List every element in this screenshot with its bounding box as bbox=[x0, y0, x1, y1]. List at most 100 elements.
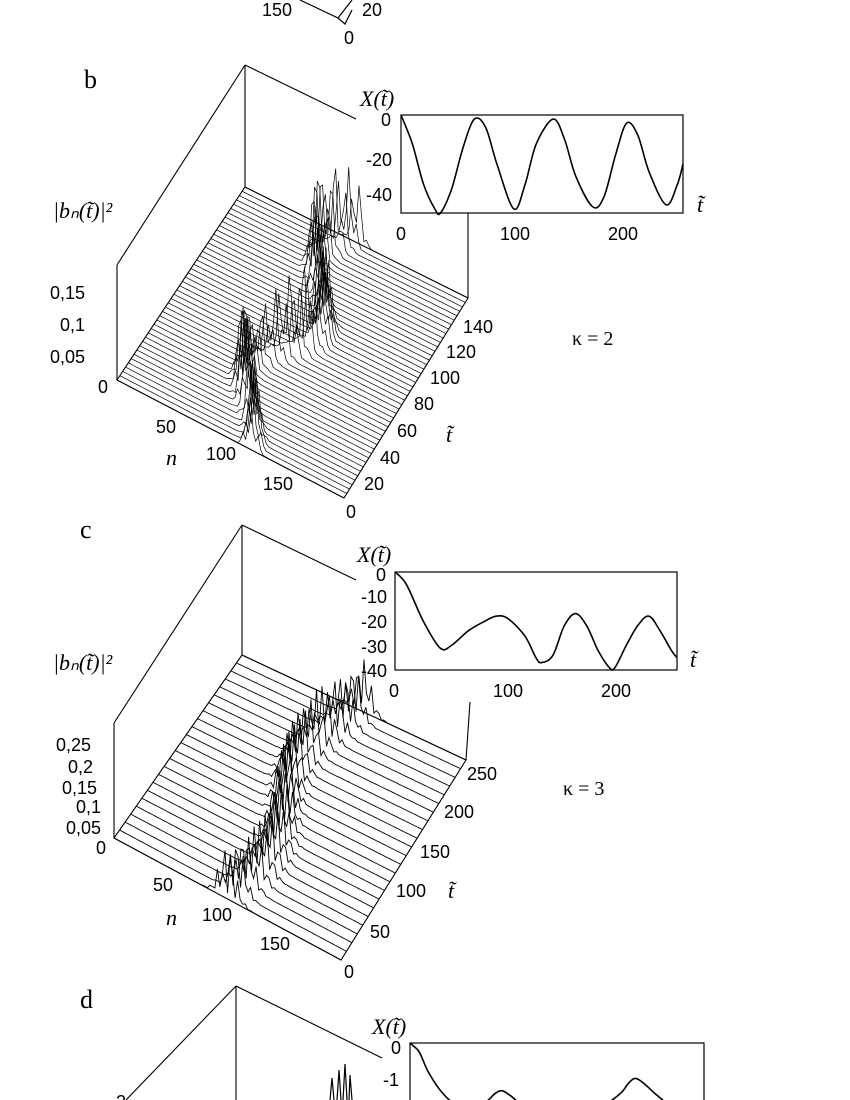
panel-c-t-tick: 50 bbox=[370, 922, 390, 942]
panel-c-z-tick: 0 bbox=[96, 838, 106, 858]
surface-trace bbox=[236, 168, 460, 312]
panel-d-surface-peaks bbox=[329, 1063, 353, 1100]
panel-a-t-tick: 20 bbox=[362, 0, 382, 20]
surface-trace bbox=[148, 319, 375, 450]
panel-c-n-tick: 100 bbox=[202, 905, 232, 925]
surface-trace bbox=[119, 829, 347, 952]
panel-b-z-tick: 0,1 bbox=[60, 315, 85, 335]
panel-c-label: c bbox=[80, 515, 92, 544]
panel-b-inset-ylabel: X(t̃) bbox=[359, 86, 394, 111]
panel-c-kappa: κ = 3 bbox=[563, 778, 604, 800]
surface-trace bbox=[230, 184, 455, 321]
panel-b-t-tick: 40 bbox=[380, 448, 400, 468]
panel-c-t-tick: 200 bbox=[444, 802, 474, 822]
panel-b-t-tick: 120 bbox=[446, 342, 476, 362]
panel-d-inset-line bbox=[409, 1042, 664, 1100]
surface-trace bbox=[219, 686, 445, 796]
surface-trace bbox=[159, 315, 386, 432]
panel-c-t-tick: 250 bbox=[467, 764, 497, 784]
surface-trace bbox=[207, 242, 433, 357]
panel-c-inset-xtick: 100 bbox=[493, 681, 523, 701]
surface-trace bbox=[119, 375, 347, 494]
surface-trace bbox=[242, 167, 466, 303]
panel-b-inset-xtick: 0 bbox=[396, 224, 406, 244]
panel-d-inset-ylabel: X(t̃) bbox=[371, 1014, 406, 1039]
panel-c-z-tick: 0,2 bbox=[68, 757, 93, 777]
panel-c-inset-ylabel: X(t̃) bbox=[356, 542, 391, 567]
surface-trace bbox=[122, 371, 350, 490]
surface-trace bbox=[233, 190, 458, 317]
panel-a-t-tick: 0 bbox=[344, 28, 354, 48]
surface-trace bbox=[222, 200, 447, 334]
panel-c-inset-ytick: -30 bbox=[361, 637, 387, 657]
panel-b-z-label: |bₙ(t̃)|² bbox=[53, 198, 113, 223]
surface-trace bbox=[153, 310, 380, 441]
panel-c-inset-ytick: -10 bbox=[361, 587, 387, 607]
panel-c-z-tick: 0,15 bbox=[62, 778, 97, 798]
panel-b-t-tick: 100 bbox=[430, 368, 460, 388]
surface-trace bbox=[205, 246, 430, 361]
surface-trace bbox=[224, 186, 449, 330]
panel-d-z-tick-fragment: 2 bbox=[116, 1092, 126, 1100]
surface-trace bbox=[145, 317, 372, 454]
surface-trace bbox=[202, 710, 429, 822]
panel-b-inset-ytick: 0 bbox=[381, 110, 391, 130]
surface-trace bbox=[147, 789, 374, 909]
panel-b-t-tick: 60 bbox=[397, 421, 417, 441]
panel-a-n-tick: 150 bbox=[262, 0, 292, 20]
surface-trace bbox=[156, 316, 383, 437]
surface-trace bbox=[173, 275, 400, 410]
surface-trace bbox=[236, 662, 461, 770]
panel-c-inset-ytick: -40 bbox=[361, 661, 387, 681]
panel-c-z-tick: 0,1 bbox=[76, 797, 101, 817]
surface-trace bbox=[116, 379, 345, 499]
panel-c-n-label: n bbox=[166, 905, 177, 930]
panel-b-t-tick: 20 bbox=[364, 474, 384, 494]
panel-d-inset: X(t̃) 0 -1 bbox=[371, 1014, 705, 1100]
panel-d-label: d bbox=[80, 985, 93, 1014]
surface-trace bbox=[141, 797, 369, 917]
surface-trace bbox=[162, 311, 389, 428]
panel-b-inset-line bbox=[400, 114, 684, 216]
panel-b-t-label: t̃ bbox=[446, 422, 455, 447]
surface-trace bbox=[214, 689, 439, 804]
panel-b: b |bₙ(t̃)|² 0,15 0,1 0,05 0 50 100 150 n… bbox=[50, 64, 706, 522]
panel-c-t-tick: 0 bbox=[344, 962, 354, 982]
surface-trace bbox=[239, 180, 463, 308]
surface-trace bbox=[225, 678, 450, 787]
panel-b-z-tick: 0,05 bbox=[50, 347, 85, 367]
panel-b-kappa: κ = 2 bbox=[572, 328, 613, 350]
surface-trace bbox=[125, 366, 353, 486]
surface-trace bbox=[113, 837, 342, 961]
surface-trace bbox=[131, 358, 358, 477]
panel-c-inset-xtick: 200 bbox=[601, 681, 631, 701]
surface-trace bbox=[191, 724, 418, 839]
panel-d-inset-ytick: -1 bbox=[383, 1070, 399, 1090]
panel-b-inset-xtick: 200 bbox=[608, 224, 638, 244]
panel-b-t-tick: 80 bbox=[414, 394, 434, 414]
surface-trace bbox=[124, 821, 353, 943]
panel-b-inset-xlabel: t̃ bbox=[697, 192, 706, 217]
panel-b-inset-xtick: 100 bbox=[500, 224, 530, 244]
panel-b-z-tick: 0 bbox=[98, 377, 108, 397]
panel-b-inset-ytick: -40 bbox=[366, 185, 392, 205]
panel-d-inset-ytick: 0 bbox=[391, 1038, 401, 1058]
surface-trace bbox=[133, 327, 361, 472]
panel-b-inset-frame bbox=[400, 114, 684, 214]
panel-b-t-tick: 0 bbox=[346, 502, 356, 522]
panel-c-t-tick: 150 bbox=[420, 842, 450, 862]
surface-trace bbox=[168, 288, 394, 419]
panel-c-inset-xlabel: t̃ bbox=[690, 647, 699, 672]
panel-c-surface bbox=[113, 654, 467, 961]
panel-b-n-tick: 150 bbox=[263, 474, 293, 494]
panel-b-surface bbox=[116, 167, 469, 499]
panel-c-n-tick: 150 bbox=[260, 934, 290, 954]
panel-c-inset-frame bbox=[394, 571, 678, 671]
surface-trace bbox=[219, 215, 444, 339]
panel-c-inset-line bbox=[394, 571, 678, 671]
panel-b-inset-ytick: -20 bbox=[366, 150, 392, 170]
surface-trace bbox=[128, 356, 356, 481]
panel-b-n-tick: 100 bbox=[206, 444, 236, 464]
surface-trace bbox=[180, 742, 407, 857]
